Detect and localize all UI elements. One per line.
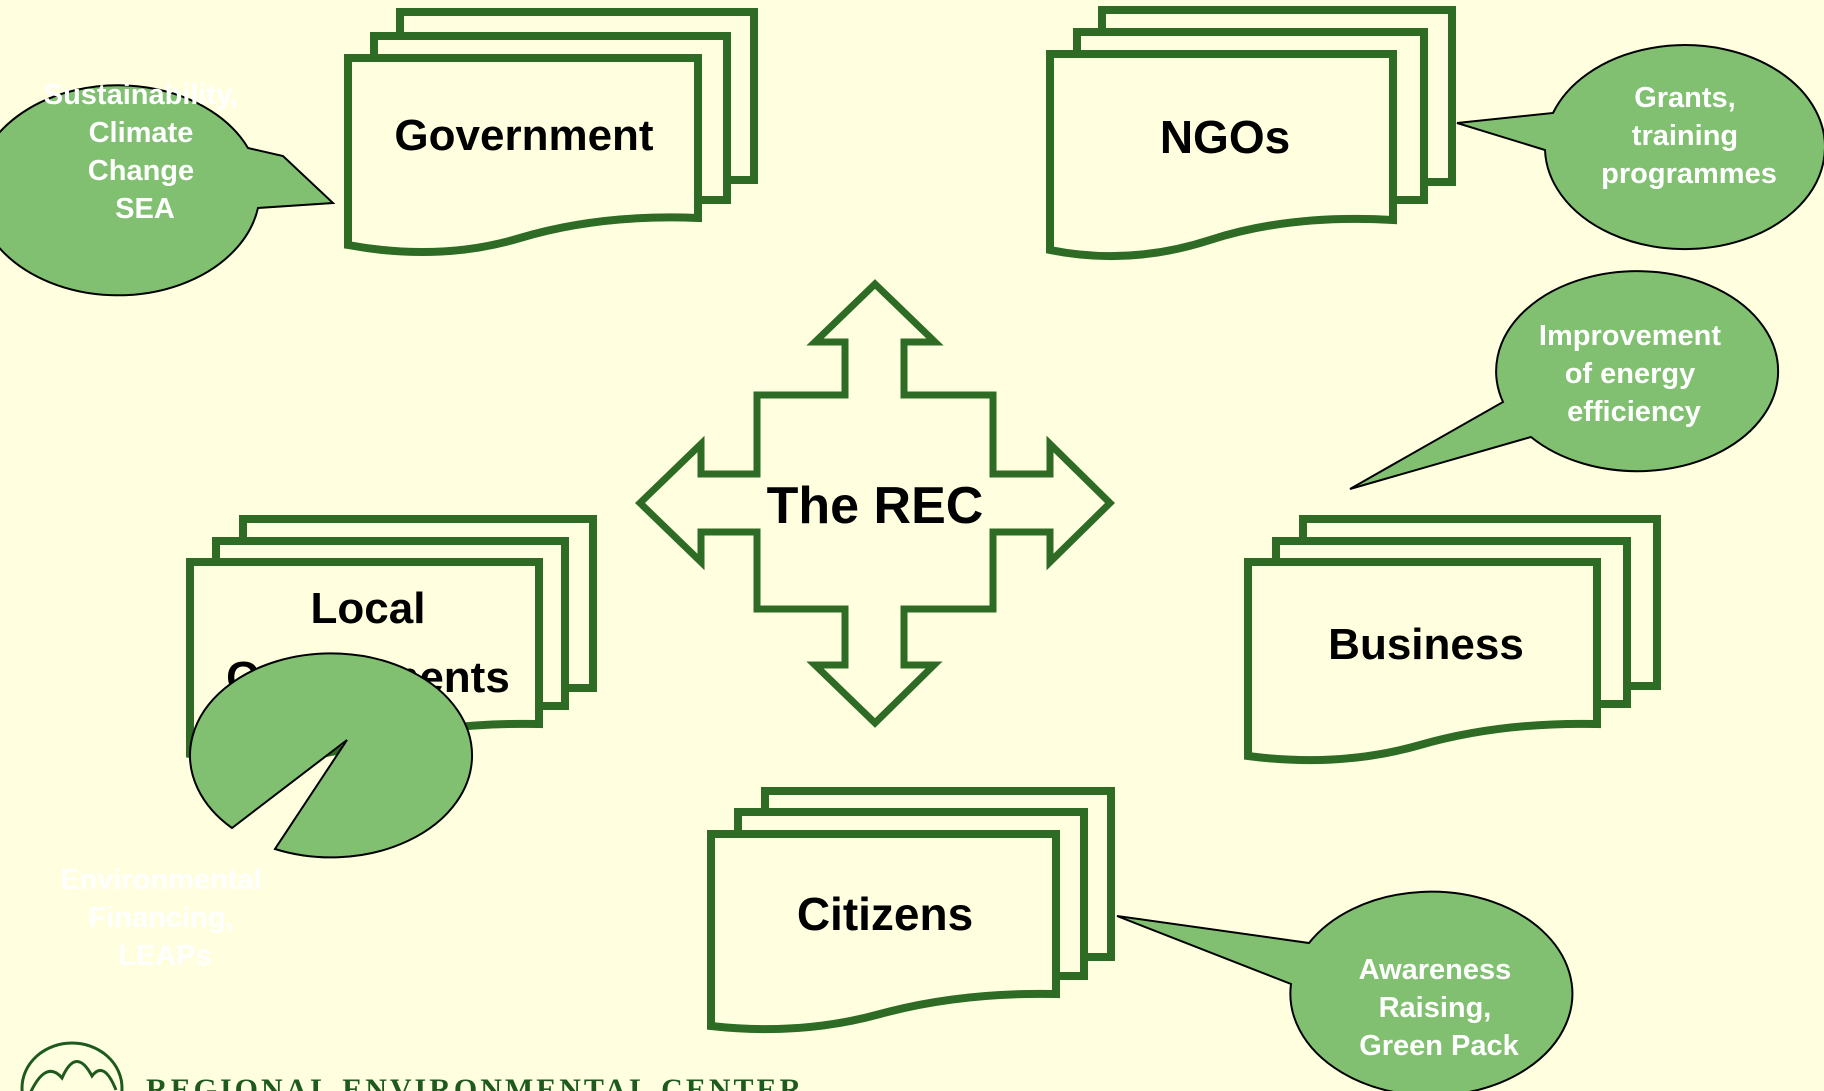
government-callout-line2: Climate xyxy=(89,117,194,149)
ngos-callout-line1: Grants, xyxy=(1634,82,1736,114)
citizens-callout-line3: Green Pack xyxy=(1359,1030,1519,1062)
citizens-callout-line2: Raising, xyxy=(1379,992,1492,1024)
business-document-stack: Business xyxy=(1244,515,1661,765)
government-callout-line3: Change xyxy=(88,155,194,187)
svg-text:Sustainability, Climate: Sustainability, Climate Change SEA xyxy=(44,79,247,225)
business-callout-line1: Improvement xyxy=(1539,320,1721,352)
government-callout-line1: Sustainability, xyxy=(44,79,238,111)
local-governments-callout-line3: LEAPs xyxy=(118,940,211,972)
citizens-callout-line1: Awareness xyxy=(1359,954,1512,986)
business-label: Business xyxy=(1328,620,1524,669)
government-callout: Sustainability, Climate Change SEA xyxy=(0,79,336,297)
the-rec-label: The REC xyxy=(767,477,984,535)
ngos-callout: Grants, training programmes xyxy=(1456,44,1824,251)
rec-logo xyxy=(20,1041,124,1091)
business-callout-line2: of energy xyxy=(1565,358,1696,390)
business-callout-line3: efficiency xyxy=(1567,396,1701,428)
svg-text:Improvement of energy: Improvement of energy efficiency xyxy=(1539,320,1729,428)
local-governments-label-line1: Local xyxy=(311,584,426,633)
local-governments-callout: Environmental Financing, LEAPs xyxy=(60,652,473,972)
ngos-callout-line2: training xyxy=(1632,120,1738,152)
local-governments-callout-line2: Financing, xyxy=(88,902,233,934)
citizens-label: Citizens xyxy=(797,888,973,940)
ngos-callout-line3: programmes xyxy=(1601,158,1777,190)
ngos-label: NGOs xyxy=(1160,111,1290,163)
government-callout-line4: SEA xyxy=(115,193,175,225)
the-rec-four-way-arrow: The REC xyxy=(634,279,1115,728)
footer-organization-name: REGIONAL ENVIRONMENTAL CENTER xyxy=(146,1073,804,1091)
svg-text:Environmental Financing,: Environmental Financing, LEAPs xyxy=(60,864,270,972)
citizens-callout: Awareness Raising, Green Pack xyxy=(1116,890,1574,1091)
government-label: Government xyxy=(394,111,654,160)
ngos-document-stack: NGOs xyxy=(1046,6,1456,261)
citizens-document-stack: Citizens xyxy=(707,787,1115,1034)
government-document-stack: Government xyxy=(344,8,758,257)
svg-text:Grants, training p: Grants, training programmes xyxy=(1601,82,1777,190)
business-callout: Improvement of energy efficiency xyxy=(1349,270,1780,490)
svg-text:Awareness Raising,: Awareness Raising, Green Pack xyxy=(1359,954,1520,1062)
local-governments-callout-line1: Environmental xyxy=(60,864,261,896)
